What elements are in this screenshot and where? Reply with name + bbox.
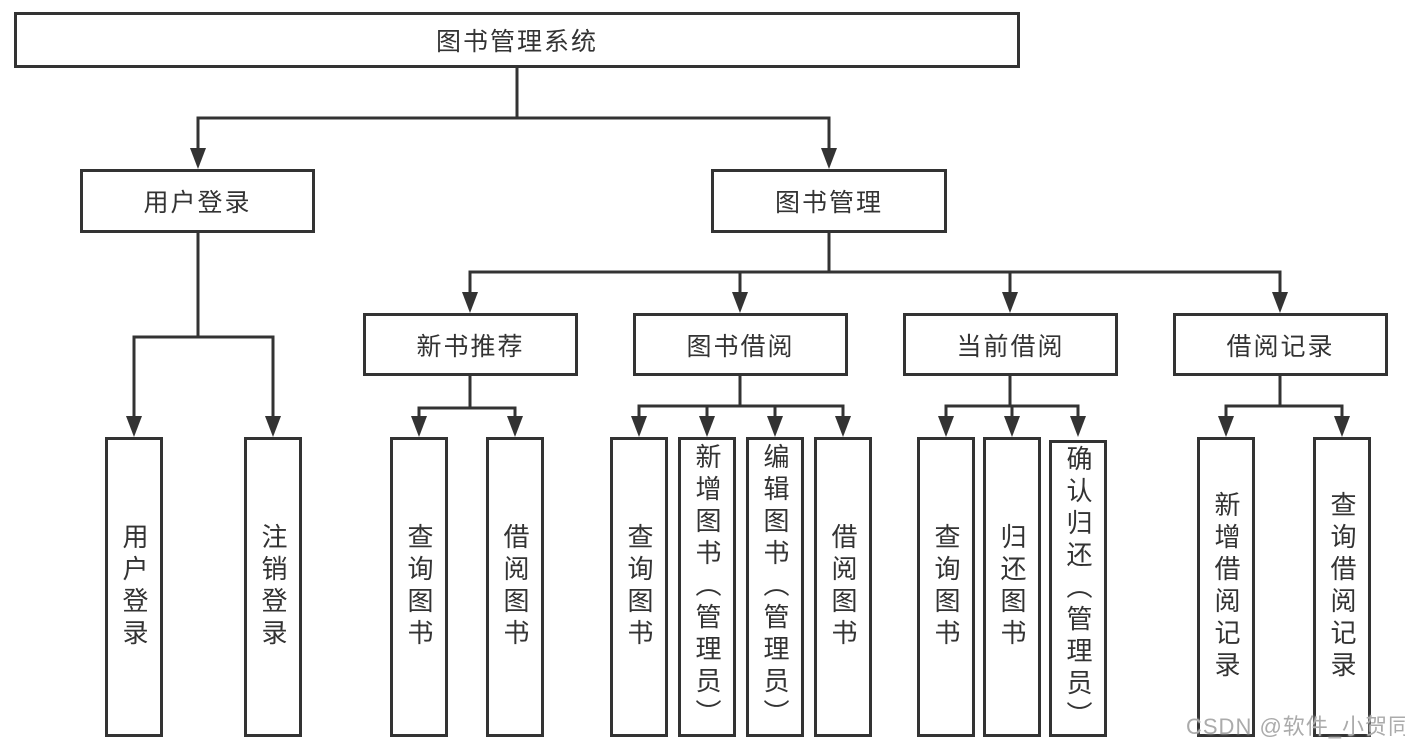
node-leaf-borrow-books-2: 借阅图书 [814, 437, 872, 737]
node-book-management: 图书管理 [711, 169, 947, 233]
node-leaf-query-books-3: 查询图书 [917, 437, 975, 737]
node-label: 查询图书 [931, 523, 961, 651]
node-borrowing-records: 借阅记录 [1173, 313, 1388, 376]
connector-new-book-split [417, 376, 517, 418]
connector-book-borrow-split [637, 376, 845, 418]
node-leaf-borrow-books-1: 借阅图书 [486, 437, 544, 737]
node-label: 归还图书 [997, 523, 1027, 651]
csdn-watermark: CSDN @软件_小贺同学 [1186, 714, 1405, 739]
node-leaf-confirm-return-admin: 确认归还（管理员） [1049, 440, 1107, 737]
node-label: 借阅图书 [828, 523, 858, 651]
node-leaf-query-borrow-record: 查询借阅记录 [1313, 437, 1371, 737]
arrowhead-records-leaf-1 [1218, 416, 1234, 437]
arrowhead-book-borrow-leaf-1 [631, 416, 647, 437]
node-leaf-edit-books-admin: 编辑图书（管理员） [746, 437, 804, 737]
node-label: 查询图书 [404, 523, 434, 651]
arrowhead-book-borrow-leaf-3 [767, 416, 783, 437]
arrowhead-records-leaf-2 [1334, 416, 1350, 437]
connector-records-split [1224, 376, 1344, 418]
node-label: 借阅图书 [500, 523, 530, 651]
arrowhead-book-borrowing [732, 292, 748, 313]
connector-root-split [196, 68, 831, 150]
node-label: 编辑图书（管理员） [760, 443, 790, 731]
arrowhead-book-borrow-leaf-2 [699, 416, 715, 437]
node-book-borrowing: 图书借阅 [633, 313, 848, 376]
node-leaf-logout: 注销登录 [244, 437, 302, 737]
node-user-login: 用户登录 [80, 169, 315, 233]
arrowhead-current-borrow-leaf-2 [1004, 416, 1020, 437]
node-current-borrowing: 当前借阅 [903, 313, 1118, 376]
arrowhead-user-login [190, 148, 206, 169]
node-leaf-user-login: 用户登录 [105, 437, 163, 737]
node-label: 新增借阅记录 [1211, 491, 1241, 683]
connector-user-login-split [132, 233, 275, 418]
arrowhead-current-borrow-leaf-3 [1070, 416, 1086, 437]
arrowhead-user-login-leaf-1 [126, 416, 142, 437]
arrowhead-new-book-leaf-2 [507, 416, 523, 437]
arrowhead-current-borrow-leaf-1 [938, 416, 954, 437]
node-label: 查询图书 [624, 523, 654, 651]
node-label: 确认归还（管理员） [1063, 444, 1093, 733]
node-label: 新增图书（管理员） [692, 443, 722, 731]
node-leaf-query-books-2: 查询图书 [610, 437, 668, 737]
arrowhead-current-borrowing [1002, 292, 1018, 313]
node-label: 注销登录 [258, 523, 288, 651]
node-library-management-system: 图书管理系统 [14, 12, 1020, 68]
arrowhead-borrowing-records [1272, 292, 1288, 313]
node-leaf-return-books: 归还图书 [983, 437, 1041, 737]
node-label: 用户登录 [119, 523, 149, 651]
node-new-book-recommend: 新书推荐 [363, 313, 578, 376]
node-leaf-add-books-admin: 新增图书（管理员） [678, 437, 736, 737]
arrowhead-book-management [821, 148, 837, 169]
arrowhead-book-borrow-leaf-4 [835, 416, 851, 437]
node-label: 查询借阅记录 [1327, 491, 1357, 683]
connector-current-borrow-split [944, 376, 1080, 418]
node-leaf-add-borrow-record: 新增借阅记录 [1197, 437, 1255, 737]
connector-book-management-split [468, 233, 1282, 294]
arrowhead-new-book-leaf-1 [411, 416, 427, 437]
arrowhead-new-book-recommend [462, 292, 478, 313]
node-leaf-query-books-1: 查询图书 [390, 437, 448, 737]
arrowhead-user-login-leaf-2 [265, 416, 281, 437]
